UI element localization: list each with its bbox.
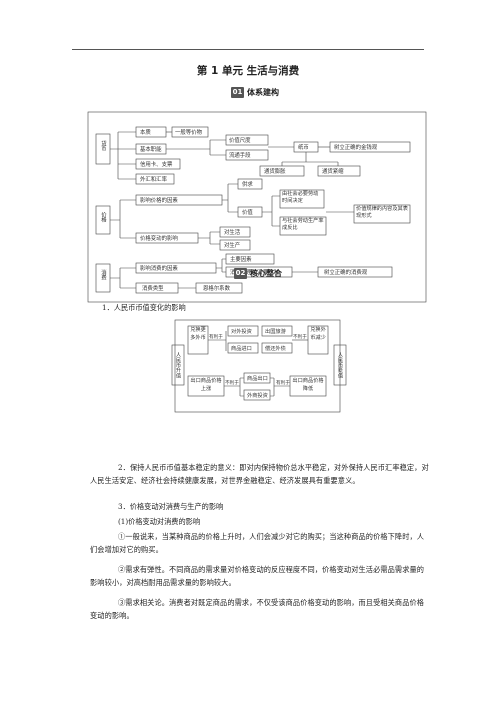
page-title: 第 1 单元 生活与消费 xyxy=(196,65,300,77)
flow-box4: 偿还外债 xyxy=(265,344,286,352)
node-consumption-view: 树立正确的消费观 xyxy=(324,268,368,276)
flow-box3: 商品进口 xyxy=(231,344,252,352)
node-essence: 本质 xyxy=(140,128,151,136)
paragraph-3: ③需求相关论。消费者对既定商品的需求，不仅受该商品价格变动的影响，而且受相关商品… xyxy=(90,597,430,622)
node-on-life: 对生活 xyxy=(224,228,241,236)
node-price-change: 价格变动的影响 xyxy=(140,234,178,242)
root-price-text: 价格 xyxy=(100,212,107,224)
node-main-factor: 主要因素 xyxy=(230,255,252,263)
node-consumption-types: 消费类型 xyxy=(142,284,164,292)
flow-export: 商品出口 xyxy=(247,374,268,382)
section-header-structure: 01 体系建构 xyxy=(231,86,279,98)
section-header-core: 02 核心整合 xyxy=(234,267,282,279)
item-2-paragraph: 2．保持人民币币值基本稳定的意义：即对内保持物价总水平稳定，对外保持人民币汇率稳… xyxy=(90,462,430,487)
sub-1-heading: (1)价格变动对消费的影响 xyxy=(118,517,201,526)
section-label: 体系建构 xyxy=(247,87,279,97)
flow-box2: 出国旅游 xyxy=(265,327,286,335)
item-1-heading: 1．人民币币值变化的影响 xyxy=(102,303,186,312)
node-psychology: 消费心理和消费行为 xyxy=(230,268,279,276)
flow-bl: 出口商品价格上涨 xyxy=(190,378,222,392)
node-price-factors: 影响价格的因素 xyxy=(140,196,178,204)
node-credit: 信用卡、支票 xyxy=(140,160,173,168)
node-money-view: 树立正确的金钱观 xyxy=(334,143,378,151)
node-value-scale: 价值尺度 xyxy=(229,136,251,144)
flow-rise: 人民币升值 xyxy=(175,352,181,380)
flow-tr: 兑换外币减少 xyxy=(310,327,326,341)
item-2-text: 2．保持人民币币值基本稳定的意义：即对内保持物价总水平稳定，对外保持人民币汇率稳… xyxy=(90,463,429,485)
flow-frame xyxy=(174,319,341,413)
node-law-of-value: 价值规律的内容及其表现形式 xyxy=(356,206,408,219)
node-paper-money: 纸币 xyxy=(298,143,309,151)
flow-box1: 对外投资 xyxy=(231,327,252,335)
flow-favor-bottom: 有利于 xyxy=(276,379,290,386)
item-3-heading: 3．价格变动对消费与生产的影响 xyxy=(118,502,224,511)
node-basic-func: 基本职能 xyxy=(140,145,162,153)
node-on-production: 对生产 xyxy=(224,241,240,249)
flow-invest: 外商投资 xyxy=(247,391,268,399)
section-number-badge: 02 xyxy=(234,267,247,279)
node-supply-demand: 供求 xyxy=(242,180,253,188)
root-consumption-text: 消费 xyxy=(100,268,107,281)
header-rule xyxy=(72,49,424,50)
flow-unfavor-top: 不利于 xyxy=(293,333,307,340)
paragraph-2-text: ②需求有弹性。不同商品的需求量对价格变动的反应程度不同，价格变动对生活必需品需求… xyxy=(90,565,425,587)
node-inflation: 通货膨胀 xyxy=(264,167,286,175)
paragraph-1-text: ①一般说来，当某种商品的价格上升时，人们会减少对它的购买；当这种商品的价格下降时… xyxy=(90,532,425,554)
node-productivity: 与社会劳动生产率成反比 xyxy=(282,218,324,231)
map-frame xyxy=(87,111,427,303)
node-forex: 外汇和汇率 xyxy=(140,175,168,183)
flow-favor-top: 有利于 xyxy=(209,333,223,340)
root-currency-text: 货币 xyxy=(100,139,107,152)
flow-tl: 兑换更多外币 xyxy=(190,327,206,341)
node-value: 价值 xyxy=(242,208,253,216)
section-label: 核心整合 xyxy=(250,268,282,278)
node-deflation: 通货紧缩 xyxy=(322,167,344,175)
node-circulation: 流通手段 xyxy=(229,151,251,159)
paragraph-1: ①一般说来，当某种商品的价格上升时，人们会减少对它的购买；当这种商品的价格下降时… xyxy=(90,531,430,556)
section-number-badge: 01 xyxy=(231,86,244,98)
flow-fall: 人民币贬值 xyxy=(337,352,343,380)
node-general-equiv: 一般等价物 xyxy=(175,128,203,136)
node-consumption-factors: 影响消费的因素 xyxy=(140,264,178,272)
flow-br: 出口商品价格降低 xyxy=(292,378,324,392)
node-labor-time: 由社会必要劳动时间决定 xyxy=(282,191,319,204)
paragraph-3-text: ③需求相关论。消费者对既定商品的需求，不仅受该商品价格变动的影响，而且受相关商品… xyxy=(90,598,425,620)
node-engel: 恩格尔系数 xyxy=(203,284,231,292)
flow-unfavor-bottom: 不利于 xyxy=(225,379,239,386)
paragraph-2: ②需求有弹性。不同商品的需求量对价格变动的反应程度不同，价格变动对生活必需品需求… xyxy=(90,564,430,589)
